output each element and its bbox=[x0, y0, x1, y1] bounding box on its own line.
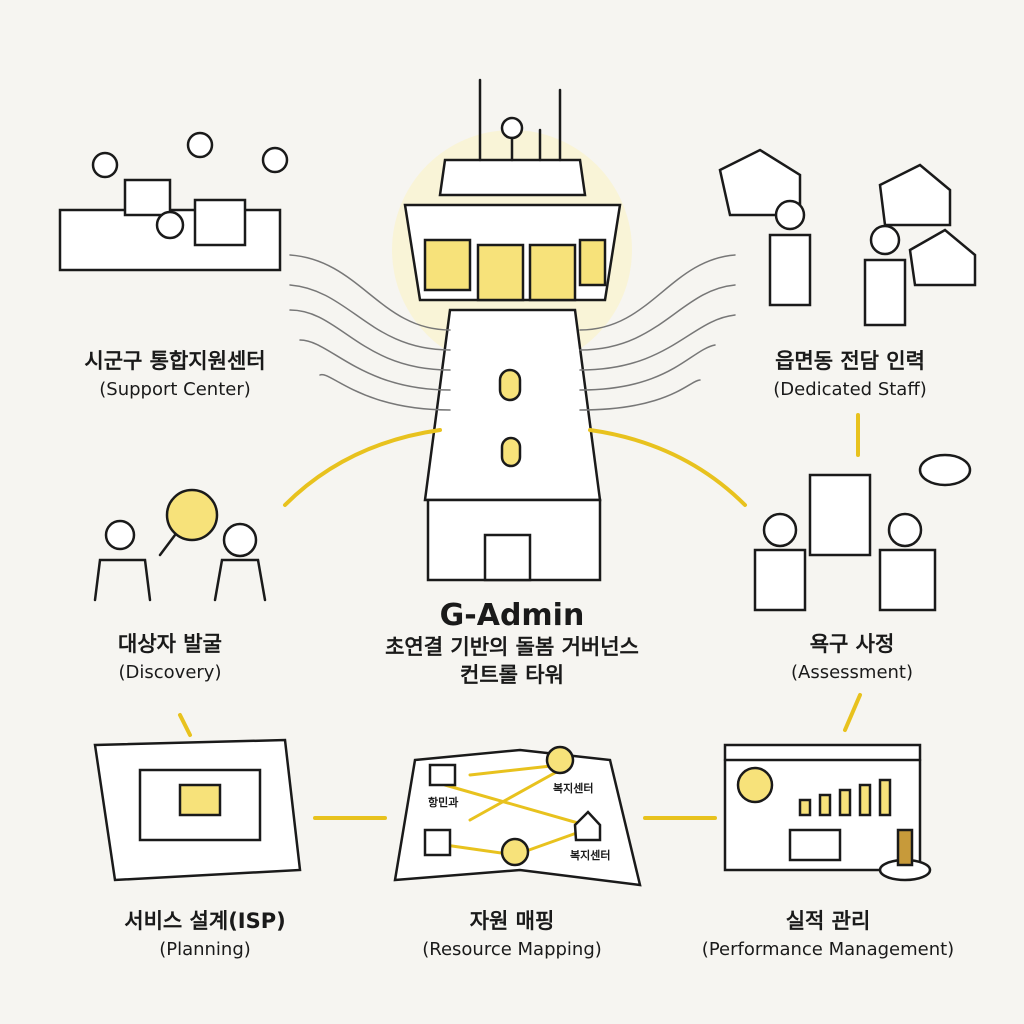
node-label-en: (Planning) bbox=[159, 939, 251, 960]
node-label-ko: 시군구 통합지원센터 bbox=[84, 349, 266, 373]
map-label: 복지센터 bbox=[553, 782, 594, 795]
resource-map-icon bbox=[393, 745, 642, 887]
performance-dashboard-icon bbox=[723, 743, 932, 882]
map-label: 항민과 bbox=[428, 796, 459, 809]
node-discovery: 대상자 발굴 (Discovery) bbox=[118, 628, 222, 683]
center-subtitle-line1: 초연결 기반의 돌봄 거버넌스 bbox=[385, 635, 639, 659]
blueprint-icon bbox=[93, 738, 302, 882]
node-label-ko: 실적 관리 bbox=[785, 909, 871, 933]
node-performance-management: 실적 관리 (Performance Management) bbox=[702, 905, 954, 960]
node-label-en: (Performance Management) bbox=[701, 939, 955, 960]
node-label-ko: 대상자 발굴 bbox=[118, 632, 222, 656]
node-dedicated-staff: 읍면동 전담 인력 (Dedicated Staff) bbox=[773, 345, 927, 400]
center-title-block: G-Admin 초연결 기반의 돌봄 거버넌스 컨트롤 타워 bbox=[385, 598, 639, 689]
node-label-en: (Discovery) bbox=[118, 662, 222, 683]
node-resource-mapping: 자원 매핑 (Resource Mapping) bbox=[422, 905, 602, 960]
node-label-ko: 욕구 사정 bbox=[809, 632, 895, 656]
node-label-en: (Assessment) bbox=[790, 662, 914, 683]
node-label-ko: 읍면동 전담 인력 bbox=[775, 349, 925, 373]
control-tower-icon bbox=[392, 78, 632, 582]
node-assessment: 욕구 사정 (Assessment) bbox=[791, 628, 913, 683]
assessment-scene-icon bbox=[753, 453, 972, 612]
center-subtitle-line2: 컨트롤 타워 bbox=[460, 663, 564, 687]
support-center-scene-icon bbox=[58, 131, 289, 272]
map-label: 복지센터 bbox=[570, 849, 611, 862]
node-planning: 서비스 설계(ISP) (Planning) bbox=[124, 905, 285, 960]
node-label-en: (Resource Mapping) bbox=[422, 939, 602, 960]
flow-arrows-icon bbox=[178, 413, 862, 820]
discovery-scene-icon bbox=[93, 488, 267, 602]
center-title: G-Admin bbox=[439, 598, 585, 633]
node-label-en: (Dedicated Staff) bbox=[773, 379, 927, 400]
node-support-center: 시군구 통합지원센터 (Support Center) bbox=[84, 345, 265, 400]
node-label-ko: 자원 매핑 bbox=[469, 909, 555, 933]
node-label-ko: 서비스 설계(ISP) bbox=[124, 909, 286, 933]
village-staff-scene-icon bbox=[718, 148, 977, 327]
network-cables-icon bbox=[289, 254, 736, 411]
node-label-en: (Support Center) bbox=[99, 379, 251, 400]
